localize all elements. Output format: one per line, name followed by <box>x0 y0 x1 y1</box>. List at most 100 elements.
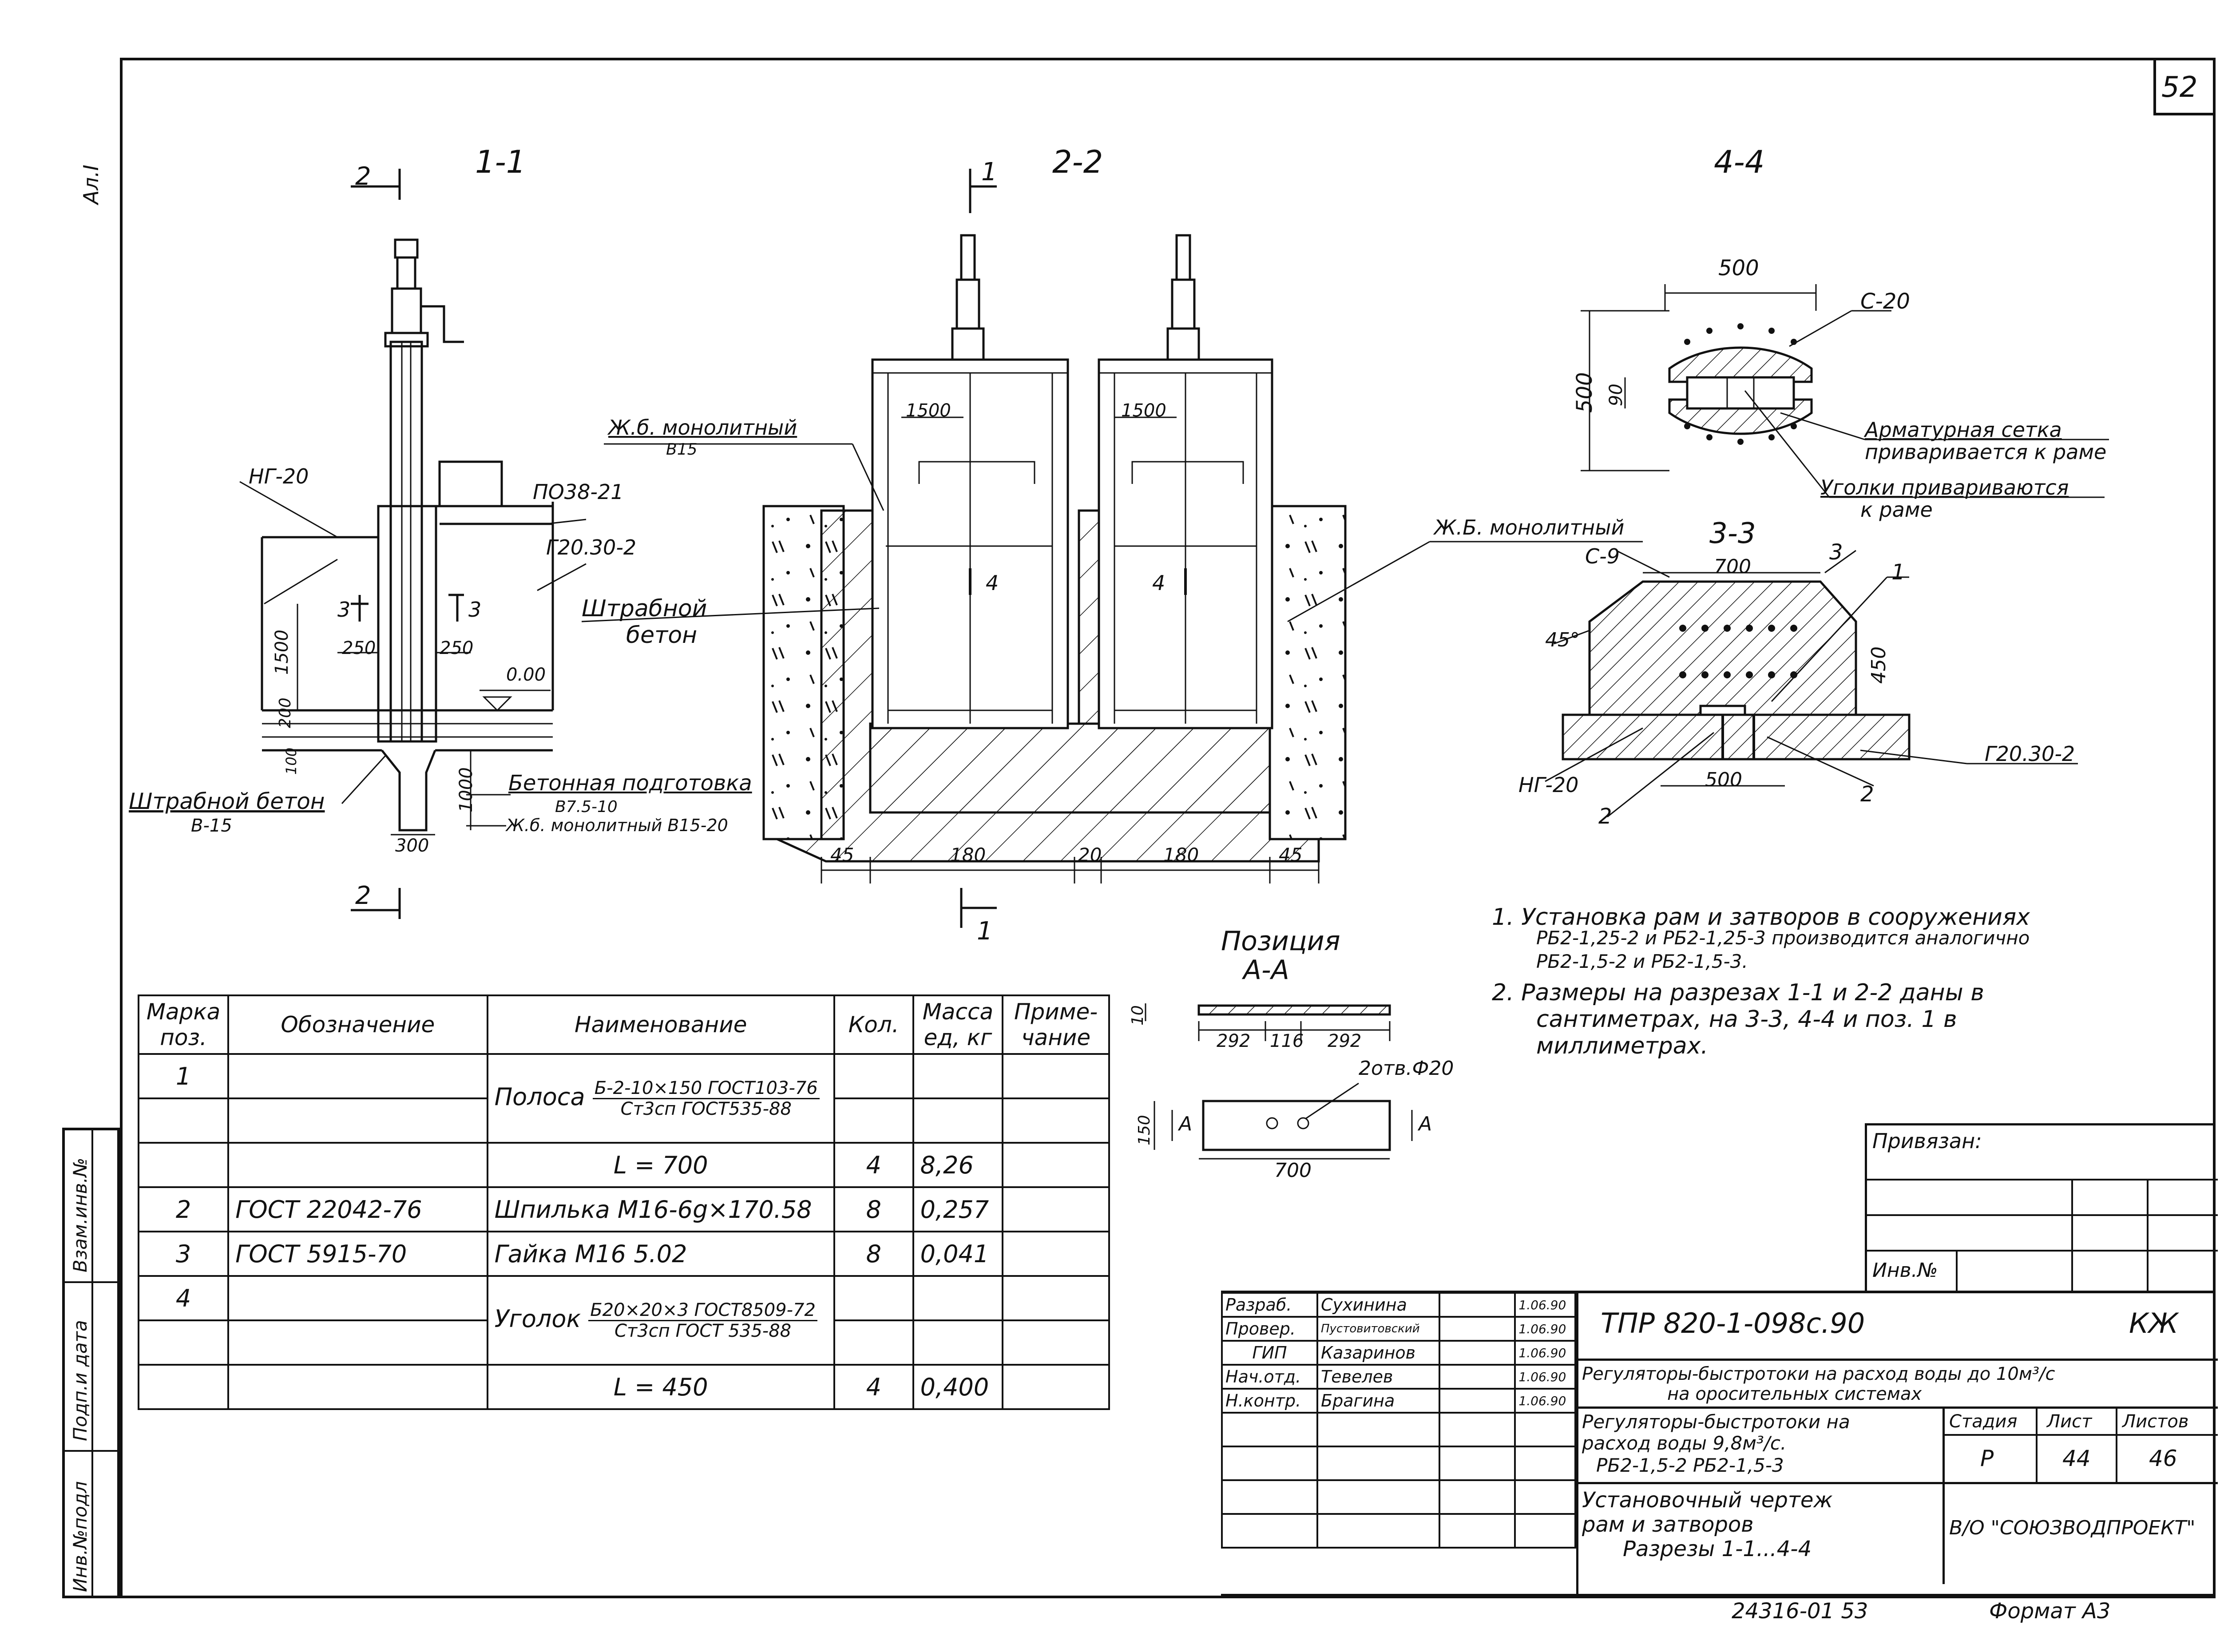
table-row: L = 450 4 0,400 <box>137 1364 1110 1410</box>
note-line-4: 2. Размеры на разрезах 1-1 и 2-2 даны в <box>1492 979 1984 1006</box>
s11-elev: 0.00 <box>506 665 546 685</box>
section-2-2-title: 2-2 <box>1052 144 1103 180</box>
spec-mass <box>912 1319 1004 1366</box>
stamp-person-row: Провер. Пустовитовский 1.06.90 <box>1221 1316 1576 1342</box>
spec-qty: 8 <box>833 1186 914 1232</box>
stamp-empty <box>1438 1479 1516 1515</box>
binding-row-line <box>1867 1179 2218 1181</box>
stamp-date: 1.06.90 <box>1514 1292 1576 1318</box>
s22-zhb-right: Ж.Б. монолитный <box>1434 515 1625 539</box>
spec-pos <box>137 1319 230 1366</box>
s11-g2030: Г20.30-2 <box>546 535 637 559</box>
drawing-frame <box>120 58 2216 1598</box>
stamp-divider <box>1578 1359 2218 1361</box>
s22-shtrab2: бетон <box>626 622 698 649</box>
s44-note1b: приваривается к раме <box>1865 440 2107 464</box>
table-row <box>137 1319 1110 1366</box>
stamp-mark: КЖ <box>2129 1307 2178 1339</box>
sheet-corner-number: 52 <box>2161 71 2198 104</box>
spec-note <box>1002 1186 1110 1232</box>
spec-h-name: Наименование <box>486 994 835 1055</box>
s22-dim-45b: 45 <box>1279 844 1303 866</box>
spec-qty <box>833 1097 914 1144</box>
s33-dim-450: 450 <box>1867 646 1890 684</box>
spec-name: Гайка М16 5.02 <box>486 1231 835 1277</box>
stamp-sign <box>1438 1388 1516 1414</box>
s44-dim-90: 90 <box>1606 384 1626 406</box>
s33-g2030: Г20.30-2 <box>1985 742 2075 766</box>
stamp-person-row: ГИП Казаринов 1.06.90 <box>1221 1340 1576 1366</box>
s22-zhb: Ж.б. монолитный <box>608 416 797 440</box>
note-line-1: 1. Установка рам и затворов в сооружения… <box>1492 904 2030 931</box>
note-line-5: сантиметрах, на 3-3, 4-4 и поз. 1 в <box>1536 1006 1957 1033</box>
spec-note <box>1002 1231 1110 1277</box>
side-stamp-divider <box>65 1450 118 1452</box>
side-stamp-divider <box>91 1130 93 1597</box>
stamp-person-row: Нач.отд. Тевелев 1.06.90 <box>1221 1364 1576 1390</box>
posa-dim-116: 116 <box>1270 1031 1304 1051</box>
s22-mark4b: 4 <box>1152 571 1166 595</box>
stamp-role: Нач.отд. <box>1221 1364 1318 1390</box>
binding-row-line <box>1867 1214 2218 1216</box>
section-4-4-drawing <box>1581 284 2109 498</box>
section-3-3-title: 3-3 <box>1709 517 1756 550</box>
s11-bet-podg-cls: В7.5-10 <box>555 798 618 816</box>
spec-pos: 4 <box>137 1275 230 1321</box>
spec-note <box>1002 1053 1110 1099</box>
s44-note2b: к раме <box>1860 498 1933 522</box>
s33-mark2a: 2 <box>1860 782 1874 807</box>
note-line-3: РБ2-1,5-2 и РБ2-1,5-3. <box>1536 951 1748 972</box>
spec-name: L = 700 <box>486 1142 835 1188</box>
s11-dim-250a: 250 <box>342 638 376 658</box>
binding-block: Привязан: Инв.№ <box>1865 1123 2218 1292</box>
note-line-6: миллиметрах. <box>1536 1033 1708 1059</box>
stamp-empty <box>1438 1446 1516 1481</box>
spec-mass: 0,041 <box>912 1231 1004 1277</box>
posa-dim-292a: 292 <box>1217 1031 1251 1051</box>
s11-shtrab: Штрабной бетон <box>129 788 325 814</box>
stamp-sign <box>1438 1364 1516 1390</box>
stamp-sign <box>1438 1316 1516 1342</box>
s22-mark4a: 4 <box>986 571 999 595</box>
rebar-dots <box>1679 323 1797 678</box>
posa-dim-150: 150 <box>1135 1115 1154 1145</box>
spec-note <box>1002 1364 1110 1410</box>
specification-table: Марка поз. Обозначение Наименование Кол.… <box>137 994 1110 1410</box>
stamp-project-1: Регуляторы-быстротоки на расход воды до … <box>1582 1364 2055 1384</box>
spec-desig: ГОСТ 5915-70 <box>227 1231 488 1277</box>
spec-h-desig: Обозначение <box>227 994 488 1055</box>
s33-mark2b: 2 <box>1598 804 1612 829</box>
stamp-empty <box>1316 1513 1440 1549</box>
s11-bet-podg: Бетонная подготовка <box>508 771 752 796</box>
spec-pos: 2 <box>137 1186 230 1232</box>
stamp-empty <box>1438 1513 1516 1549</box>
s22-shtrab1: Штрабной <box>582 595 707 622</box>
stamp-empty <box>1316 1412 1440 1447</box>
section-4-4-title: 4-4 <box>1714 144 1765 180</box>
s44-note1a: Арматурная сетка <box>1865 418 2062 442</box>
stamp-name: Казаринов <box>1316 1340 1440 1366</box>
side-stamp-divider <box>65 1281 118 1283</box>
stamp-bottom-line <box>1221 1594 2216 1597</box>
spec-pos: 3 <box>137 1231 230 1277</box>
s33-mark1: 1 <box>1891 560 1905 585</box>
stamp-title-2: рам и затворов <box>1582 1512 1754 1537</box>
binding-row-line <box>1867 1250 2218 1252</box>
stamp-row-line <box>1942 1434 2218 1436</box>
binding-col-line <box>1956 1250 1958 1292</box>
table-row: L = 700 4 8,26 <box>137 1142 1110 1188</box>
spec-mass <box>912 1275 1004 1321</box>
stamp-empty <box>1316 1479 1440 1515</box>
stamp-role: Н.контр. <box>1221 1388 1318 1414</box>
s11-dim-200: 200 <box>276 697 294 728</box>
s22-dim-180a: 180 <box>950 844 986 866</box>
stamp-empty <box>1316 1446 1440 1481</box>
s22-zhb-cls: В15 <box>666 440 698 459</box>
stamp-person-row <box>1221 1479 1576 1515</box>
stamp-empty <box>1514 1412 1576 1447</box>
spec-pos <box>137 1142 230 1188</box>
